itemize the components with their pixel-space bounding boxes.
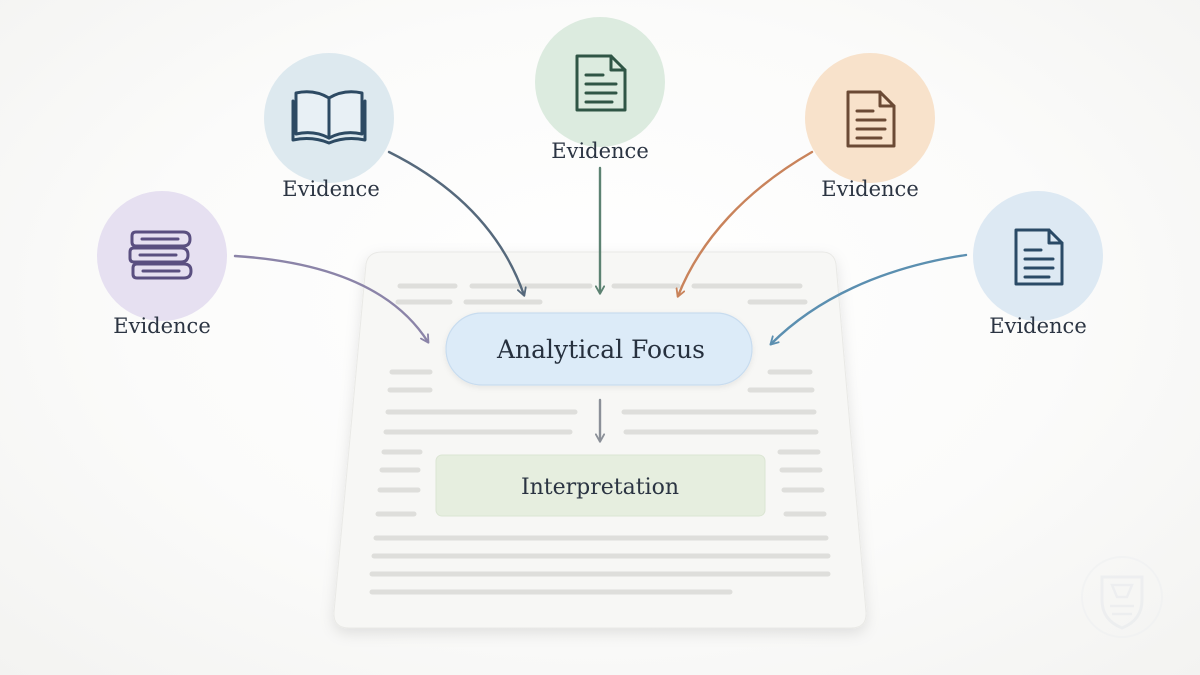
evidence-label-5: Evidence <box>989 314 1087 338</box>
evidence-arrow-4 <box>678 150 814 296</box>
stacked-books-icon <box>128 230 193 280</box>
evidence-arrow-5 <box>771 253 968 344</box>
interpretation-node: Interpretation <box>435 454 766 517</box>
evidence-node-4: Evidence <box>805 53 935 201</box>
evidence-node-3: Evidence <box>535 17 665 163</box>
evidence-label-1: Evidence <box>113 314 211 338</box>
evidence-arrow-2 <box>387 150 524 295</box>
document-icon <box>846 90 896 148</box>
evidence-arrow-1 <box>233 254 428 342</box>
evidence-node-1: Evidence <box>97 191 227 338</box>
document-icon <box>575 54 627 112</box>
evidence-label-3: Evidence <box>551 139 649 163</box>
analytical-focus-node: Analytical Focus <box>445 312 753 386</box>
evidence-node-2: Evidence <box>264 53 394 201</box>
document-text-lines <box>369 283 831 595</box>
analytical-focus-label: Analytical Focus <box>496 335 705 364</box>
document-icon <box>1014 228 1064 286</box>
shield-logo-icon <box>1081 556 1163 638</box>
evidence-label-4: Evidence <box>821 177 919 201</box>
open-book-icon <box>291 90 367 145</box>
evidence-label-2: Evidence <box>282 177 380 201</box>
evidence-node-5: Evidence <box>973 191 1103 338</box>
interpretation-label: Interpretation <box>521 475 679 500</box>
